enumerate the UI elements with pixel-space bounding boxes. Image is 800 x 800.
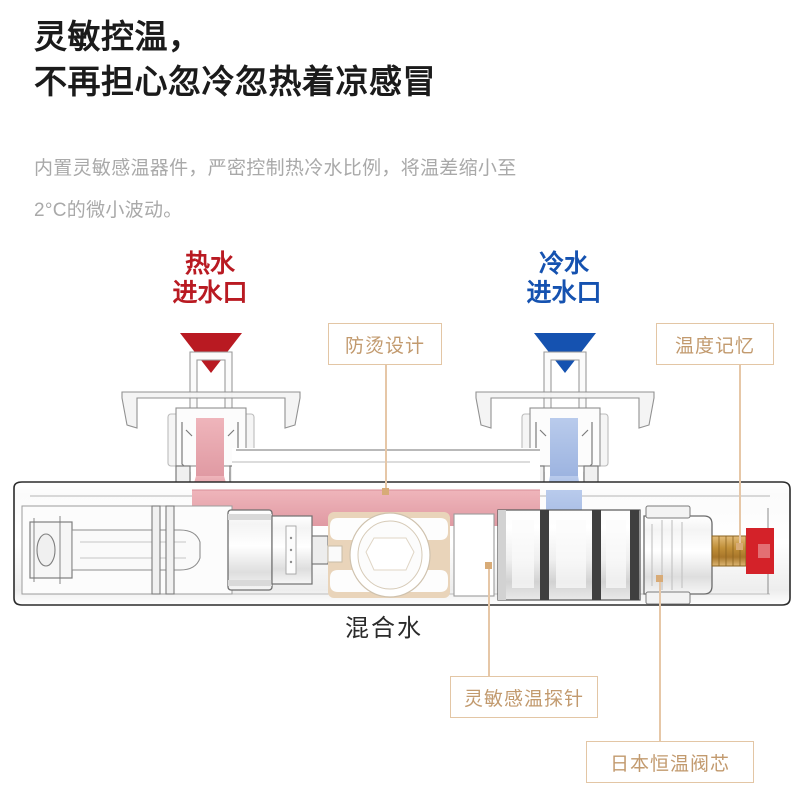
callout-line-sensor-probe [488,565,491,676]
callout-dot-sensor-probe [485,562,492,569]
headline-block: 灵敏控温， 不再担心忽冷忽热着凉感冒 [34,14,774,104]
callout-line-temperature-memory [739,365,742,548]
callout-antiscald[interactable]: 防烫设计 [328,323,442,365]
thermostatic-valve-diagram [0,330,800,610]
callout-dot-antiscald [382,488,389,495]
cold-water-inlet-label-line2: 进水口 [526,279,602,307]
thermostatic-cartridge [453,509,641,601]
callout-japanese-cartridge[interactable]: 日本恒温阀芯 [586,741,754,783]
hot-water-inlet-label-line1: 热水 [184,250,235,278]
mixed-water-caption: 混合水 [345,615,423,642]
headline-line-2: 不再担心忽冷忽热着凉感冒 [34,63,436,100]
hot-water-column [192,418,228,490]
ceramic-mixing-chamber [327,512,450,598]
handle-stem-assembly [21,505,233,595]
cold-water-inlet-label: 冷水 进水口 [500,250,628,308]
subcopy-line-2: 2°C的微小波动。 [34,200,183,221]
cold-water-inlet-label-line1: 冷水 [538,250,589,278]
temperature-memory-stop [746,528,774,574]
callout-dot-temperature-memory [736,543,743,550]
hot-water-inlet-label: 热水 进水口 [150,250,270,308]
callout-line-japanese-cartridge [659,578,662,741]
headline-line-1: 灵敏控温， [34,18,202,55]
callout-sensor-probe[interactable]: 灵敏感温探针 [450,676,598,718]
subcopy-block: 内置灵敏感温器件，严密控制热冷水比例，将温差缩小至 2°C的微小波动。 [34,148,634,232]
subcopy-line-1: 内置灵敏感温器件，严密控制热冷水比例，将温差缩小至 [34,158,517,179]
callout-temperature-memory[interactable]: 温度记忆 [656,323,774,365]
callout-line-antiscald [385,365,388,493]
gland-nut [227,509,329,591]
hot-water-inlet-label-line2: 进水口 [172,279,248,307]
callout-dot-japanese-cartridge [656,575,663,582]
temperature-memory-assembly [643,505,774,605]
